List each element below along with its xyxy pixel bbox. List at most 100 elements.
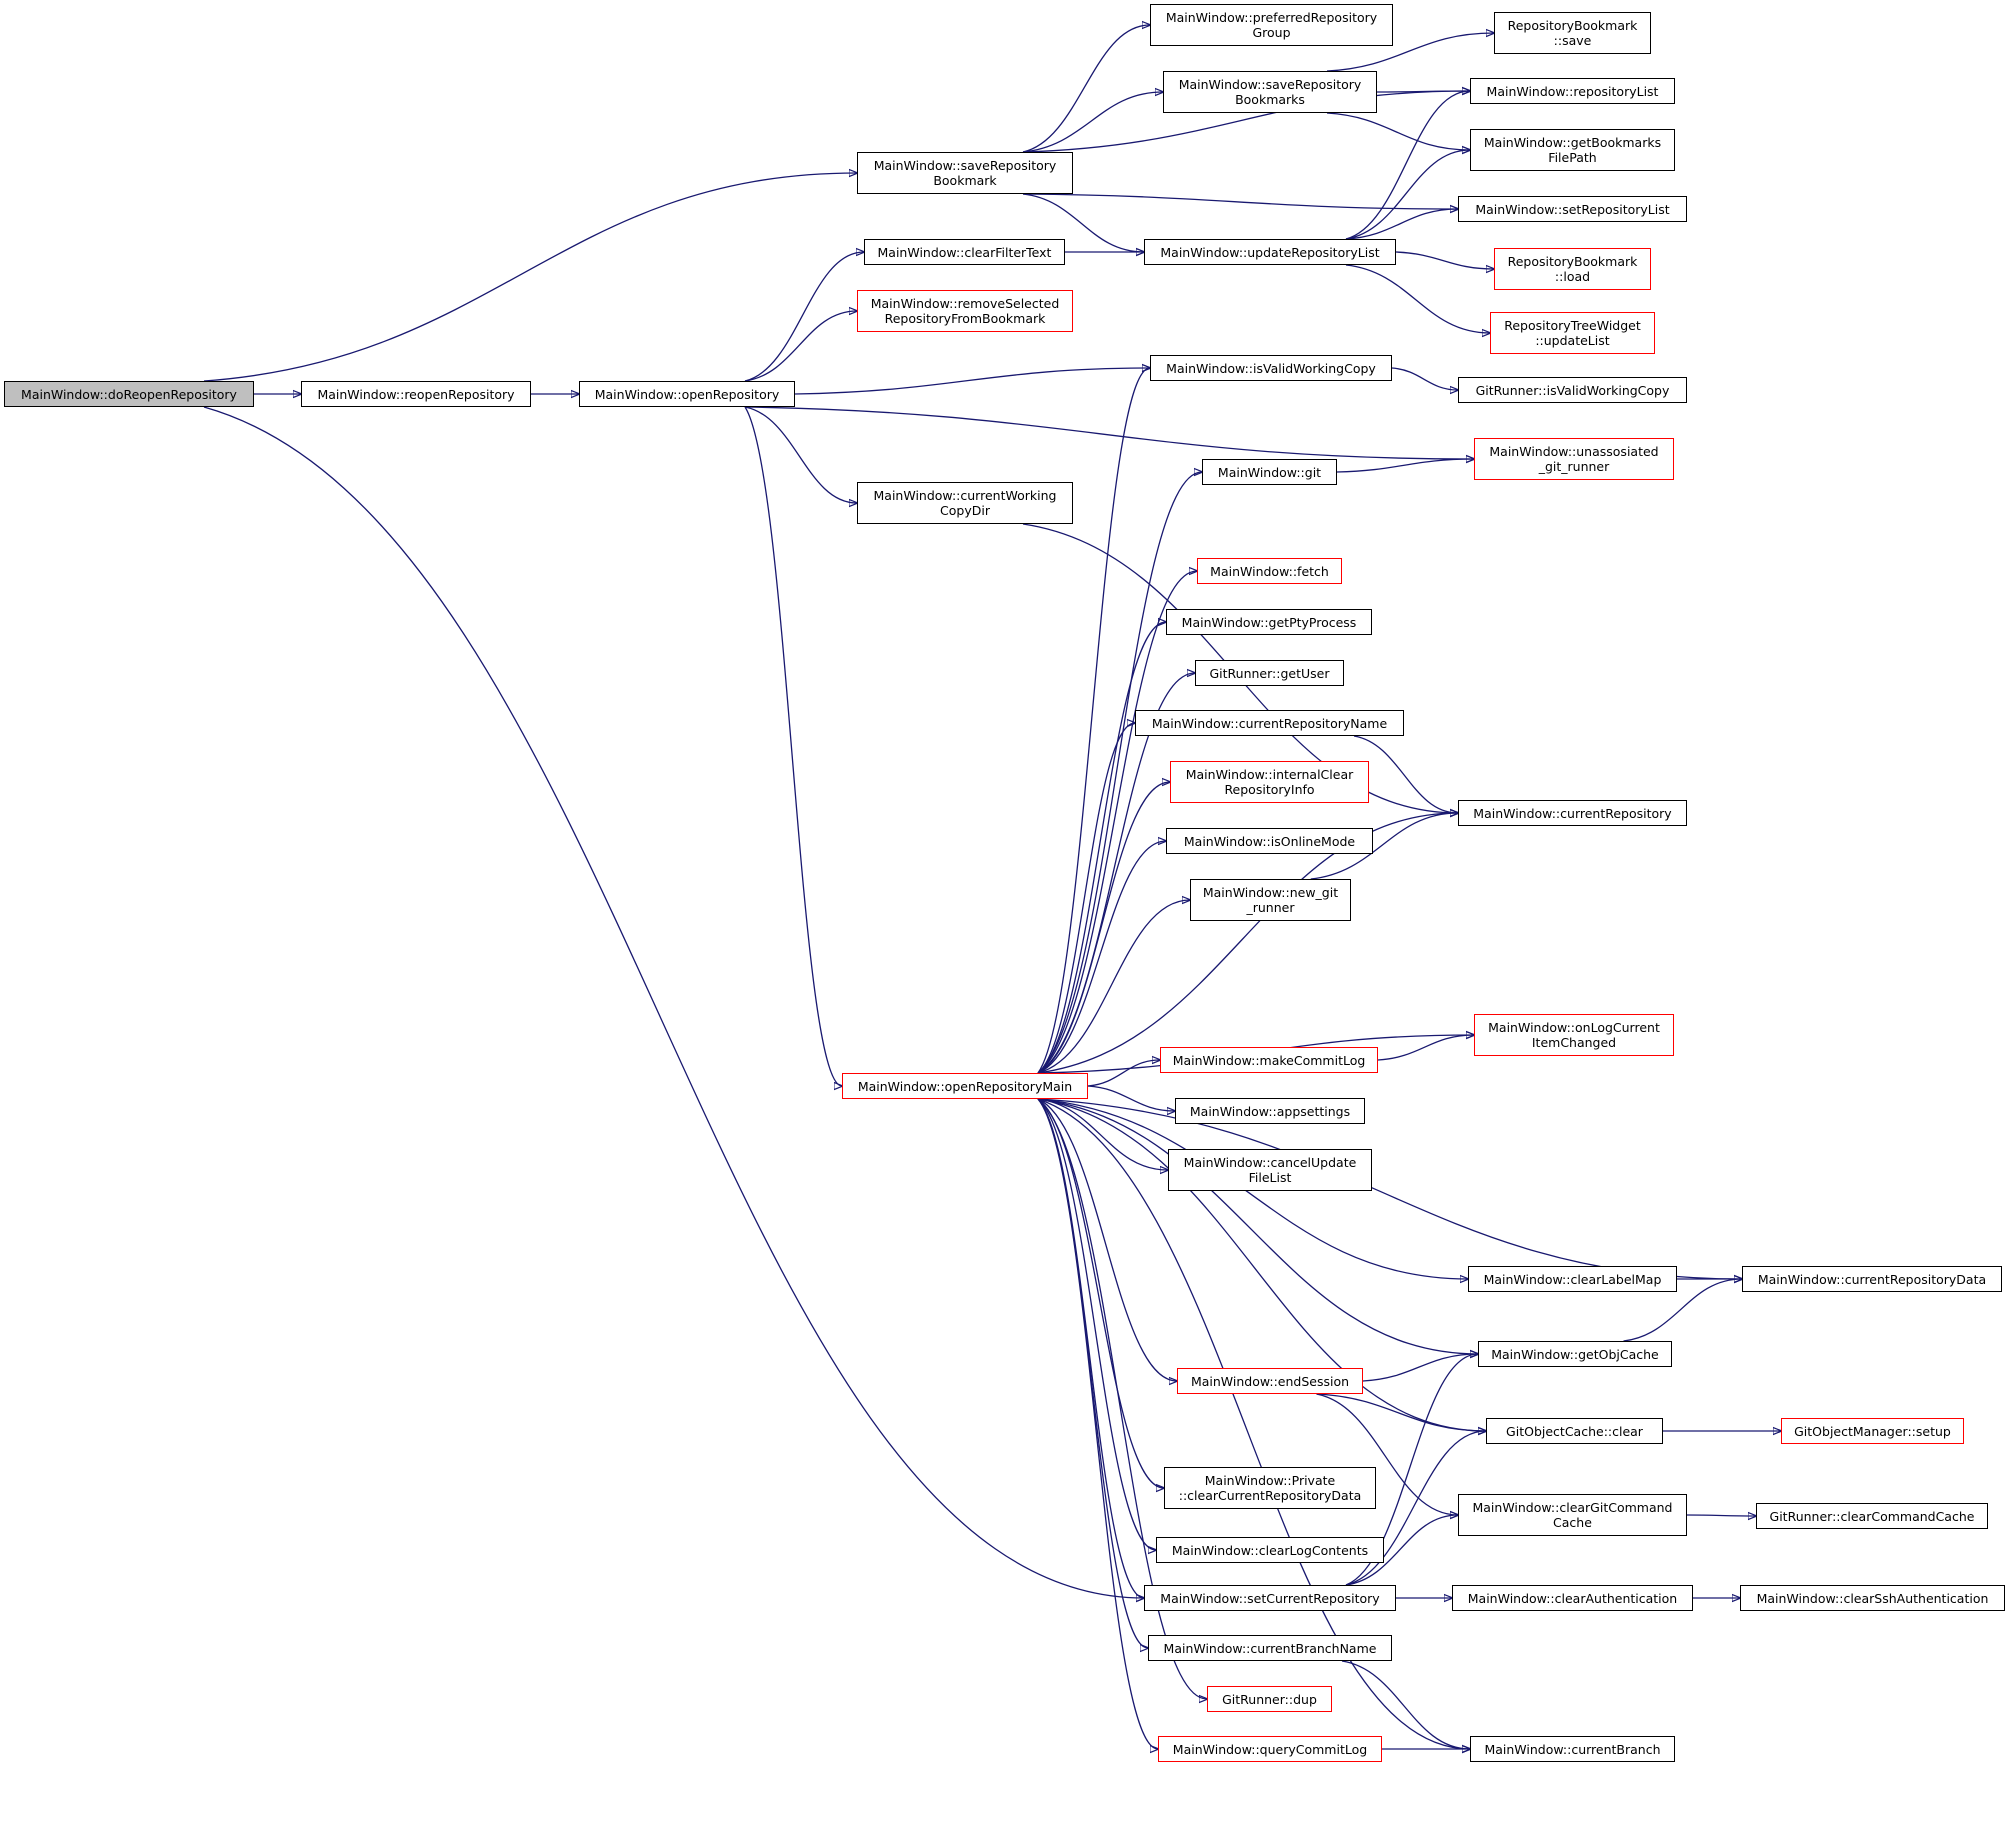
edge-clear-git-command-cache-to-clear-command-cache [1686,1515,1756,1516]
edge-update-repository-list-to-rtw-update-list [1345,264,1490,333]
edge-end-session-to-get-obj-cache [1362,1354,1478,1382]
node-update-repository-list[interactable]: MainWindow::updateRepositoryList [1144,239,1396,265]
edge-end-session-to-goc-clear [1316,1393,1487,1431]
edge-open-repository-to-remove-selected [744,311,857,382]
node-gr-is-valid-working-copy[interactable]: GitRunner::isValidWorkingCopy [1458,377,1687,403]
edge-current-branch-name-to-current-branch [1341,1660,1470,1749]
edge-do-reopen-repository-to-set-current-repository [203,406,1144,1598]
edge-open-repository-to-clear-filter-text [744,252,864,382]
node-cancel-update[interactable]: MainWindow::cancelUpdate FileList [1168,1149,1372,1191]
node-remove-selected[interactable]: MainWindow::removeSelected RepositoryFro… [857,290,1073,332]
edge-open-repository-main-to-get-pty-process [1037,622,1166,1074]
node-internal-clear[interactable]: MainWindow::internalClear RepositoryInfo [1170,761,1369,803]
node-get-obj-cache[interactable]: MainWindow::getObjCache [1478,1341,1672,1367]
node-open-repository-main[interactable]: MainWindow::openRepositoryMain [842,1073,1088,1099]
edge-save-repository-bookmarks-to-rb-save [1326,33,1494,72]
edge-open-repository-main-to-cancel-update [1037,1098,1168,1170]
node-clear-git-command-cache[interactable]: MainWindow::clearGitCommand Cache [1458,1494,1687,1536]
edge-save-repository-bookmark-to-preferred-repository-group [1022,25,1150,153]
node-do-reopen-repository[interactable]: MainWindow::doReopenRepository [4,381,254,407]
node-clear-command-cache[interactable]: GitRunner::clearCommandCache [1756,1503,1988,1529]
node-repository-list[interactable]: MainWindow::repositoryList [1470,78,1675,104]
edge-open-repository-main-to-query-commit-log [1037,1098,1158,1749]
edge-open-repository-to-unassosiated [744,406,1474,459]
edge-open-repository-main-to-fetch [1037,571,1197,1074]
node-get-user[interactable]: GitRunner::getUser [1195,660,1344,686]
edge-set-current-repository-to-goc-clear [1345,1431,1486,1586]
edge-open-repository-main-to-clear-log-contents [1037,1098,1156,1550]
node-git[interactable]: MainWindow::git [1202,459,1337,485]
node-set-repository-list[interactable]: MainWindow::setRepositoryList [1458,196,1687,222]
edge-end-session-to-clear-git-command-cache [1316,1393,1459,1515]
edge-open-repository-main-to-make-commit-log [1087,1060,1160,1087]
edge-is-valid-working-copy-to-gr-is-valid-working-copy [1391,367,1458,390]
edge-open-repository-main-to-current-repository-name [1037,723,1135,1074]
node-current-working-copy-dir[interactable]: MainWindow::currentWorking CopyDir [857,482,1073,524]
node-private-clear[interactable]: MainWindow::Private ::clearCurrentReposi… [1164,1467,1376,1509]
node-clear-label-map[interactable]: MainWindow::clearLabelMap [1468,1266,1677,1292]
node-set-current-repository[interactable]: MainWindow::setCurrentRepository [1144,1585,1396,1611]
node-is-online-mode[interactable]: MainWindow::isOnlineMode [1166,828,1373,854]
edge-open-repository-main-to-current-branch [1037,1098,1470,1749]
edge-update-repository-list-to-set-repository-list [1345,209,1458,240]
edge-save-repository-bookmark-to-set-repository-list [1022,193,1458,209]
node-get-bookmarks-file-path[interactable]: MainWindow::getBookmarks FilePath [1470,129,1675,171]
node-rtw-update-list[interactable]: RepositoryTreeWidget ::updateList [1490,312,1655,354]
node-appsettings[interactable]: MainWindow::appsettings [1175,1098,1365,1124]
edge-open-repository-main-to-appsettings [1087,1085,1175,1111]
node-gom-setup[interactable]: GitObjectManager::setup [1781,1418,1964,1444]
edge-update-repository-list-to-get-bookmarks-file-path [1345,150,1470,240]
node-unassosiated[interactable]: MainWindow::unassosiated _git_runner [1474,438,1674,480]
node-rb-load[interactable]: RepositoryBookmark ::load [1494,248,1651,290]
node-rb-save[interactable]: RepositoryBookmark ::save [1494,12,1651,54]
node-goc-clear[interactable]: GitObjectCache::clear [1486,1418,1663,1444]
node-save-repository-bookmark[interactable]: MainWindow::saveRepository Bookmark [857,152,1073,194]
edge-open-repository-main-to-is-online-mode [1037,841,1166,1074]
edge-set-current-repository-to-get-obj-cache [1345,1354,1478,1586]
node-get-pty-process[interactable]: MainWindow::getPtyProcess [1166,609,1372,635]
node-preferred-repository-group[interactable]: MainWindow::preferredRepository Group [1150,4,1393,46]
node-reopen-repository[interactable]: MainWindow::reopenRepository [301,381,531,407]
edge-open-repository-main-to-current-repository-data [1037,1098,1742,1279]
node-clear-authentication[interactable]: MainWindow::clearAuthentication [1452,1585,1693,1611]
node-make-commit-log[interactable]: MainWindow::makeCommitLog [1160,1047,1378,1073]
node-clear-log-contents[interactable]: MainWindow::clearLogContents [1156,1537,1384,1563]
node-open-repository[interactable]: MainWindow::openRepository [579,381,795,407]
node-fetch[interactable]: MainWindow::fetch [1197,558,1342,584]
edge-set-current-repository-to-clear-git-command-cache [1345,1515,1458,1586]
node-clear-filter-text[interactable]: MainWindow::clearFilterText [864,239,1065,265]
node-dup[interactable]: GitRunner::dup [1207,1686,1332,1712]
edge-current-repository-name-to-current-repository [1353,735,1458,813]
edge-open-repository-main-to-git [1037,472,1202,1074]
node-on-log-current[interactable]: MainWindow::onLogCurrent ItemChanged [1474,1014,1674,1056]
edge-open-repository-main-to-set-current-repository [1037,1098,1144,1598]
edge-open-repository-main-to-end-session [1037,1098,1177,1381]
edge-open-repository-main-to-new-git-runner [1037,900,1190,1074]
edge-open-repository-to-current-working-copy-dir [744,406,857,503]
edge-open-repository-main-to-current-repository [1037,813,1458,1074]
edge-save-repository-bookmarks-to-repository-list [1376,91,1470,92]
edge-open-repository-to-open-repository-main [744,406,842,1086]
edge-open-repository-to-is-valid-working-copy [794,368,1150,395]
edge-open-repository-main-to-get-obj-cache [1037,1098,1478,1354]
edge-open-repository-main-to-goc-clear [1037,1098,1486,1431]
node-current-repository[interactable]: MainWindow::currentRepository [1458,800,1687,826]
node-save-repository-bookmarks[interactable]: MainWindow::saveRepository Bookmarks [1163,71,1377,113]
edge-get-obj-cache-to-current-repository-data [1623,1279,1743,1342]
node-current-repository-name[interactable]: MainWindow::currentRepositoryName [1135,710,1404,736]
edge-make-commit-log-to-on-log-current [1377,1035,1474,1061]
node-end-session[interactable]: MainWindow::endSession [1177,1368,1363,1394]
node-current-repository-data[interactable]: MainWindow::currentRepositoryData [1742,1266,2002,1292]
edge-open-repository-main-to-clear-label-map [1037,1098,1468,1279]
node-current-branch[interactable]: MainWindow::currentBranch [1470,1736,1675,1762]
node-clear-ssh-authentication[interactable]: MainWindow::clearSshAuthentication [1740,1585,2005,1611]
node-is-valid-working-copy[interactable]: MainWindow::isValidWorkingCopy [1150,355,1392,381]
node-current-branch-name[interactable]: MainWindow::currentBranchName [1148,1635,1392,1661]
edge-open-repository-main-to-internal-clear [1037,782,1170,1074]
edge-save-repository-bookmark-to-repository-list [1022,91,1470,153]
node-new-git-runner[interactable]: MainWindow::new_git _runner [1190,879,1351,921]
edge-new-git-runner-to-current-repository [1310,813,1458,880]
node-query-commit-log[interactable]: MainWindow::queryCommitLog [1158,1736,1382,1762]
